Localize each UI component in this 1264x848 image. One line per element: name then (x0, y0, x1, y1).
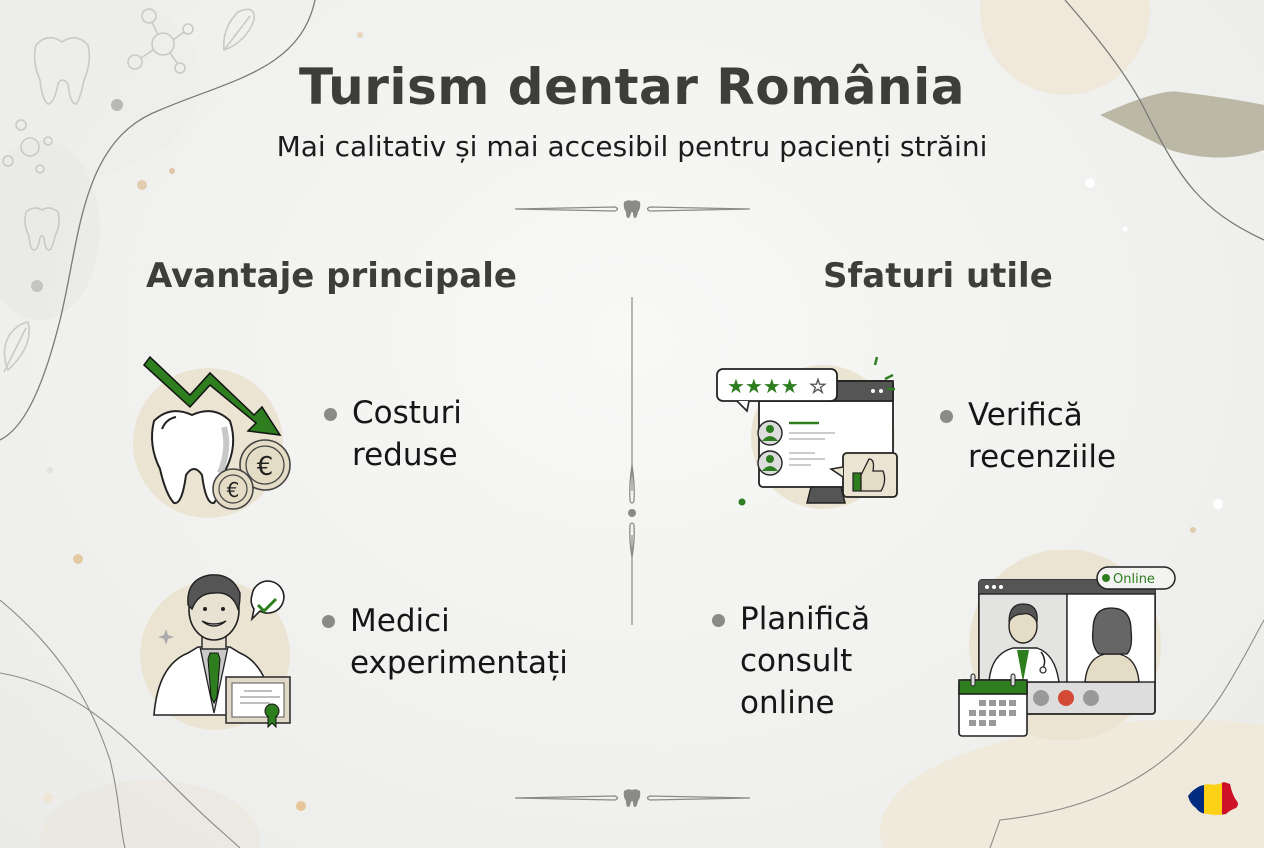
bullet-icon (940, 410, 953, 423)
advantage-doctors: Medici experimentați (350, 600, 568, 684)
tip-online-consult: Planifică consult online (740, 598, 870, 724)
svg-text:★★★★: ★★★★ (727, 374, 799, 398)
tip-online-consult-line1: Planifică (740, 601, 871, 637)
svg-text:€: € (227, 478, 240, 502)
doctor-certificate-icon (140, 565, 300, 735)
svg-text:€: € (257, 452, 274, 482)
advantage-costs-line2: reduse (352, 437, 458, 473)
bullet-icon (324, 408, 337, 421)
bottom-divider-tooth-icon (514, 789, 751, 807)
bullet-icon (712, 614, 725, 627)
advantage-costs-line1: Costuri (352, 395, 462, 431)
page-title: Turism dentar România (299, 58, 965, 116)
bullet-icon (322, 615, 335, 628)
center-divider (628, 297, 636, 625)
advantage-costs: Costuri reduse (352, 392, 462, 476)
romania-flag-map-icon (1188, 782, 1238, 815)
tip-reviews: Verifică recenziile (968, 394, 1116, 478)
tip-reviews-line2: recenziile (968, 439, 1117, 475)
left-section-heading: Avantaje principale (146, 256, 517, 296)
svg-text:☆: ☆ (809, 374, 827, 398)
tooth-price-drop-euro-icon: € € (130, 345, 300, 520)
tip-online-consult-line3: online (740, 685, 835, 721)
page-subtitle: Mai calitativ și mai accesibil pentru pa… (276, 130, 988, 163)
advantage-doctors-line1: Medici (350, 603, 450, 639)
video-consult-icon: Online (955, 549, 1180, 741)
tip-reviews-line1: Verifică (968, 397, 1083, 433)
svg-text:Online: Online (1113, 572, 1155, 587)
advantage-doctors-line2: experimentați (350, 645, 568, 681)
tip-online-consult-line2: consult (740, 643, 853, 679)
right-section-heading: Sfaturi utile (823, 256, 1053, 296)
reviews-monitor-icon: ★★★★ ☆ (715, 355, 905, 515)
top-divider-tooth-icon (514, 200, 751, 218)
